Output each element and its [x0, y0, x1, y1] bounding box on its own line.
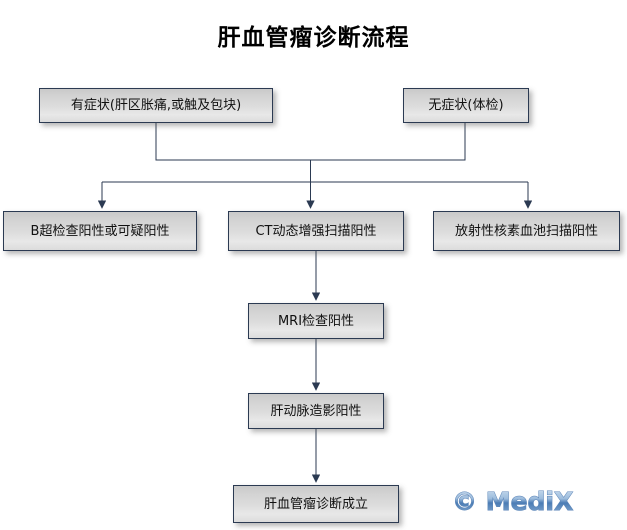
- node-radionuclide-positive[interactable]: 放射性核素血池扫描阳性: [433, 211, 620, 251]
- page-title: 肝血管瘤诊断流程: [217, 24, 410, 51]
- node-symptom[interactable]: 有症状(肝区胀痛,或触及包块): [39, 88, 273, 123]
- watermark-outline: © MediX: [451, 487, 573, 517]
- node-diagnosis-established[interactable]: 肝血管瘤诊断成立: [233, 485, 399, 523]
- node-mri-positive[interactable]: MRI检查阳性: [248, 303, 384, 339]
- node-ultrasound-positive[interactable]: B超检查阳性或可疑阳性: [3, 211, 197, 251]
- node-angiography-positive[interactable]: 肝动脉造影阳性: [248, 393, 384, 429]
- node-no-symptom[interactable]: 无症状(体检): [403, 88, 529, 123]
- edge-symptom-to-merge: [155, 123, 466, 161]
- watermark-medix: © MediX: [452, 487, 574, 516]
- node-ct-positive[interactable]: CT动态增强扫描阳性: [228, 211, 404, 251]
